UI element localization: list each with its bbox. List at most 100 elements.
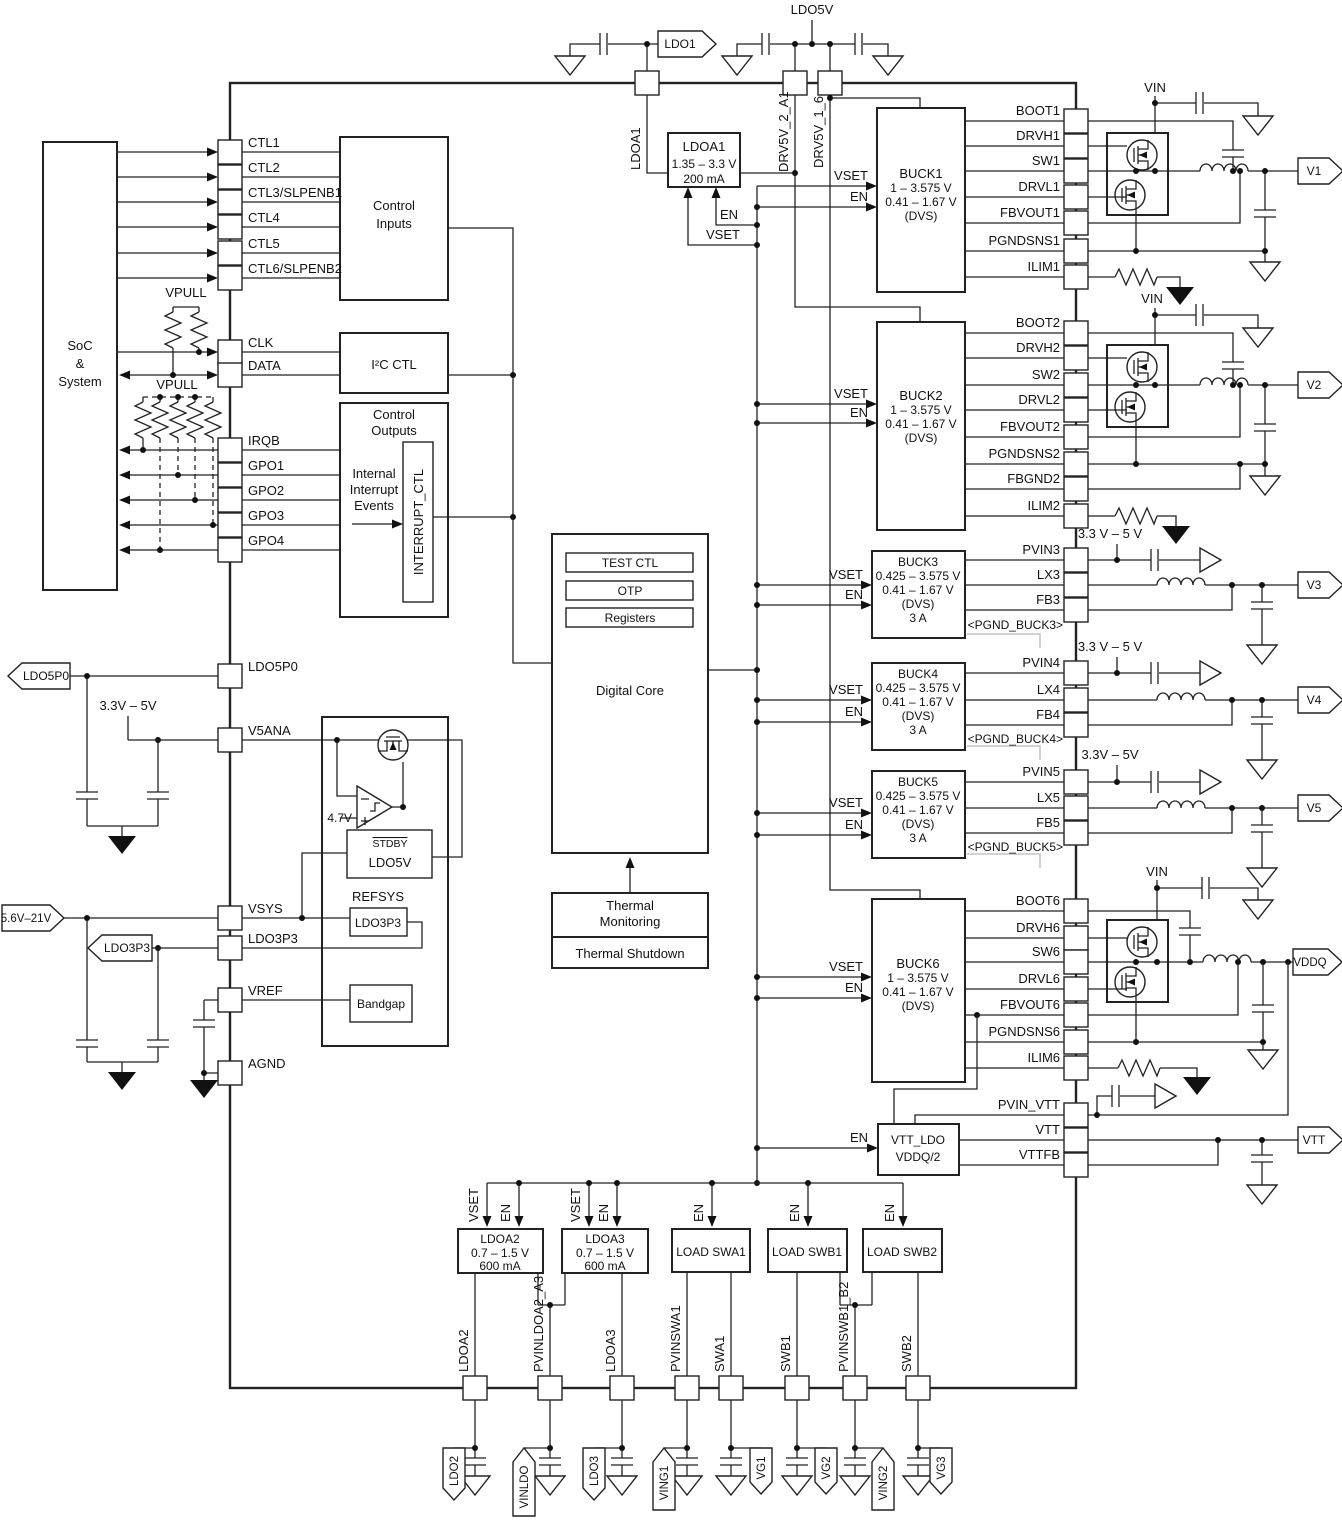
vref-agnd-external <box>190 999 218 1098</box>
buck1-en-label: EN <box>850 189 868 204</box>
ldoa1-vset-label: VSET <box>706 227 740 242</box>
buck1-dvs: (DVS) <box>905 209 938 223</box>
pvin4-supply-label: 3.3 V – 5 V <box>1078 639 1143 654</box>
vinldo-flag-label: VINLDO <box>519 1466 531 1509</box>
thermal-monitoring-label-2: Monitoring <box>600 914 661 929</box>
buck1-title: BUCK1 <box>899 166 942 181</box>
load-swb2-block: LOAD SWB2 <box>862 1228 943 1273</box>
pin-pgndsns2-label: PGNDSNS2 <box>988 446 1060 461</box>
buck5-range1: 0.425 – 3.575 V <box>876 789 961 803</box>
pin-drvl2-label: DRVL2 <box>1018 392 1060 407</box>
ldoa1-title: LDOA1 <box>683 139 726 154</box>
pvin5-supply-label: 3.3V – 5V <box>1081 747 1138 762</box>
left-wiring <box>117 147 340 555</box>
ldoa1-en-label: EN <box>720 207 738 222</box>
refsys-label: REFSYS <box>352 889 404 904</box>
top-ldo1-rail <box>554 30 718 76</box>
buck4-vset-label: VSET <box>829 682 863 697</box>
thermal-monitoring-label-1: Thermal <box>606 898 654 913</box>
buck3-dvs: (DVS) <box>902 597 935 611</box>
ldo3p3-block-label: LDO3P3 <box>355 916 401 930</box>
drv5v-rails <box>792 95 921 899</box>
i2c-ctl-label: I²C CTL <box>371 357 417 372</box>
v5ana-supply-label: 3.3V – 5V <box>99 698 156 713</box>
pin-sw6-label: SW6 <box>1032 944 1060 959</box>
pin-ldoa1-label: LDOA1 <box>628 127 643 170</box>
buck6-range2: 0.41 – 1.67 V <box>882 985 953 999</box>
load-swb1-block: LOAD SWB1 <box>767 1228 848 1273</box>
ldoa3-current: 600 mA <box>584 1259 625 1273</box>
vddq-flag-label: VDDQ <box>1293 957 1326 969</box>
digital-core-block: TEST CTL OTP Registers Digital Core <box>551 533 709 854</box>
pin-ilim1-label: ILIM1 <box>1027 259 1060 274</box>
buck1-vin-label: VIN <box>1144 80 1166 95</box>
v1-flag-label: V1 <box>1307 164 1322 178</box>
top-ldo5v-rail <box>721 20 904 76</box>
load-swa1-label: LOAD SWA1 <box>676 1245 746 1259</box>
buck5-block: BUCK5 0.425 – 3.575 V 0.41 – 1.67 V (DVS… <box>871 770 1064 868</box>
pin-drvh2-label: DRVH2 <box>1016 340 1060 355</box>
pin-lx5-label: LX5 <box>1037 790 1060 805</box>
vg3-flag-label: VG3 <box>936 1456 948 1479</box>
buck6-vin-label: VIN <box>1146 864 1168 879</box>
pin-fb3-label: FB3 <box>1036 592 1060 607</box>
ldo2-flag-label: LDO2 <box>449 1456 461 1486</box>
pin-pvinswb1-b2-label: PVINSWB1_B2 <box>836 1282 851 1372</box>
pin-drv5v-2-a1-label: DRV5V_2_A1 <box>776 91 791 172</box>
ldoa2-title: LDOA2 <box>480 1232 520 1246</box>
pin-fbvout1-label: FBVOUT1 <box>1000 205 1060 220</box>
pin-lx4-label: LX4 <box>1037 682 1060 697</box>
pin-vtt-label: VTT <box>1035 1122 1060 1137</box>
pin-fbgnd2-label: FBGND2 <box>1007 471 1060 486</box>
interrupt-ctl-label: INTERRUPT_CTL <box>411 469 426 575</box>
digital-core-label: Digital Core <box>596 683 664 698</box>
pin-drvl6-label: DRVL6 <box>1018 971 1060 986</box>
pin-data-label: DATA <box>248 358 281 373</box>
control-inputs-label-1: Control <box>373 198 415 213</box>
pin-drvl1-label: DRVL1 <box>1018 179 1060 194</box>
ldoa2-en-label: EN <box>498 1204 513 1222</box>
buck4-range2: 0.41 – 1.67 V <box>882 695 953 709</box>
pin-boot2-label: BOOT2 <box>1016 315 1060 330</box>
buck6-vset-label: VSET <box>829 959 863 974</box>
buck3-range1: 0.425 – 3.575 V <box>876 569 961 583</box>
ldoa2-block: LDOA2 0.7 – 1.5 V 600 mA <box>457 1228 544 1274</box>
vpull-label-2: VPULL <box>156 377 197 392</box>
bottom-external-circuits <box>442 1400 953 1517</box>
ldo5p0-external <box>6 662 218 854</box>
pin-sw2-label: SW2 <box>1032 367 1060 382</box>
ldoa1-range: 1.35 – 3.3 V <box>672 157 737 171</box>
pin-gpo3-label: GPO3 <box>248 508 284 523</box>
pin-ctl1-label: CTL1 <box>248 135 280 150</box>
pin-ldoa2-label: LDOA2 <box>456 1329 471 1372</box>
soc-label-2: & <box>76 356 85 371</box>
pin-ctl3-label: CTL3/SLPENB1 <box>248 185 342 200</box>
buck5-range2: 0.41 – 1.67 V <box>882 803 953 817</box>
ldoa3-title: LDOA3 <box>585 1232 625 1246</box>
buck1-vset-label: VSET <box>834 168 868 183</box>
bottom-block-wires <box>474 1272 919 1376</box>
buck3-external-circuit <box>1088 544 1342 665</box>
pin-ctl6-label: CTL6/SLPENB2 <box>248 261 342 276</box>
pin-ldoa3-label: LDOA3 <box>603 1329 618 1372</box>
pin-gpo2-label: GPO2 <box>248 483 284 498</box>
ldoa2-range: 0.7 – 1.5 V <box>471 1246 529 1260</box>
buck2-external-circuit <box>1088 303 1342 544</box>
buck4-range1: 0.425 – 3.575 V <box>876 681 961 695</box>
pin-vsys-label: VSYS <box>248 901 283 916</box>
ldo5v-block-label: LDO5V <box>369 855 412 870</box>
pin-drvh6-label: DRVH6 <box>1016 920 1060 935</box>
pin-sw1-label: SW1 <box>1032 153 1060 168</box>
buck6-range1: 1 – 3.575 V <box>887 971 948 985</box>
ldo3-flag-label: LDO3 <box>589 1456 601 1486</box>
pin-swb2-label: SWB2 <box>899 1335 914 1372</box>
pin-fb4-label: FB4 <box>1036 707 1060 722</box>
pgnd-buck3-label: <PGND_BUCK3> <box>968 618 1063 632</box>
pin-ldo3p3-label: LDO3P3 <box>248 931 298 946</box>
buck6-external-circuit <box>1088 876 1342 1205</box>
swb1-en-label: EN <box>787 1204 802 1222</box>
v3-flag-label: V3 <box>1307 578 1322 592</box>
internal-interrupt-label-2: Interrupt <box>350 482 399 497</box>
